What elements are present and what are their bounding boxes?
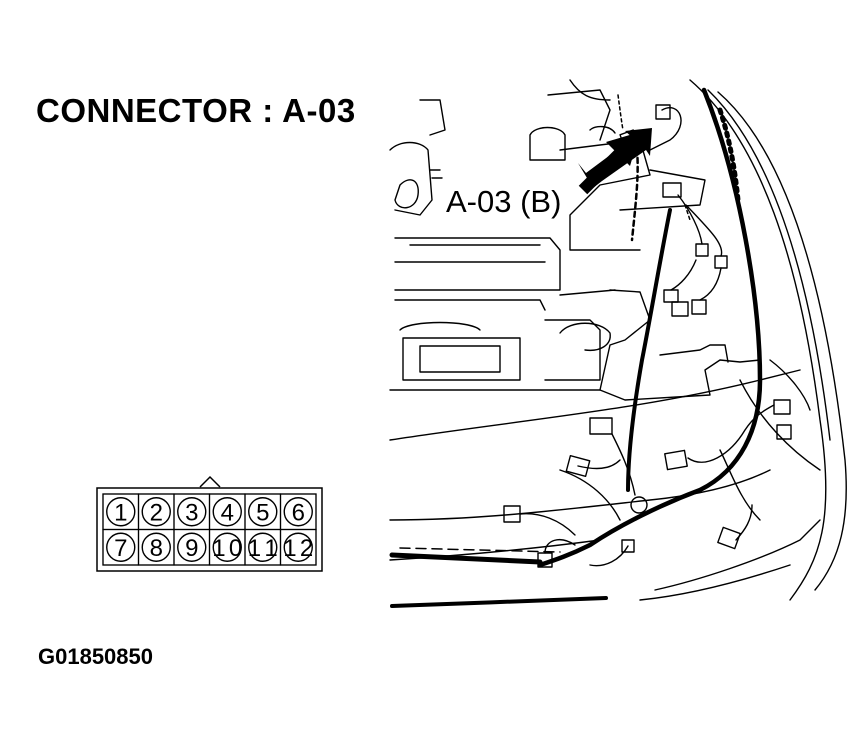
pin-circle [141, 497, 171, 527]
pin-circle [177, 497, 207, 527]
pin-circle [141, 532, 171, 562]
pin-number: 4 [221, 499, 234, 526]
pin-circle [248, 532, 278, 562]
pin-circle [106, 497, 136, 527]
pin-number: 9 [185, 535, 198, 562]
connector-title: CONNECTOR : A-03 [36, 92, 356, 129]
pin-number: 8 [150, 535, 163, 562]
pin-circle [283, 532, 313, 562]
connector-key-icon [199, 475, 221, 488]
pin-circle [212, 497, 242, 527]
pin-number: 1 [114, 499, 127, 526]
callout-label: A-03 (B) [446, 184, 562, 219]
figure-code: G01850850 [38, 644, 153, 669]
pin-circle [177, 532, 207, 562]
pin-circle [283, 497, 313, 527]
pin-circle [106, 532, 136, 562]
pin-number: 2 [150, 499, 163, 526]
pin-cell [279, 528, 317, 566]
pin-number: 7 [114, 535, 127, 562]
pin-number: 3 [185, 499, 198, 526]
pin-number: 5 [256, 499, 269, 526]
arrow-pointer-icon [578, 128, 652, 195]
pin-number: 6 [292, 499, 305, 526]
pin-circle [248, 497, 278, 527]
pin-circle [212, 532, 242, 562]
